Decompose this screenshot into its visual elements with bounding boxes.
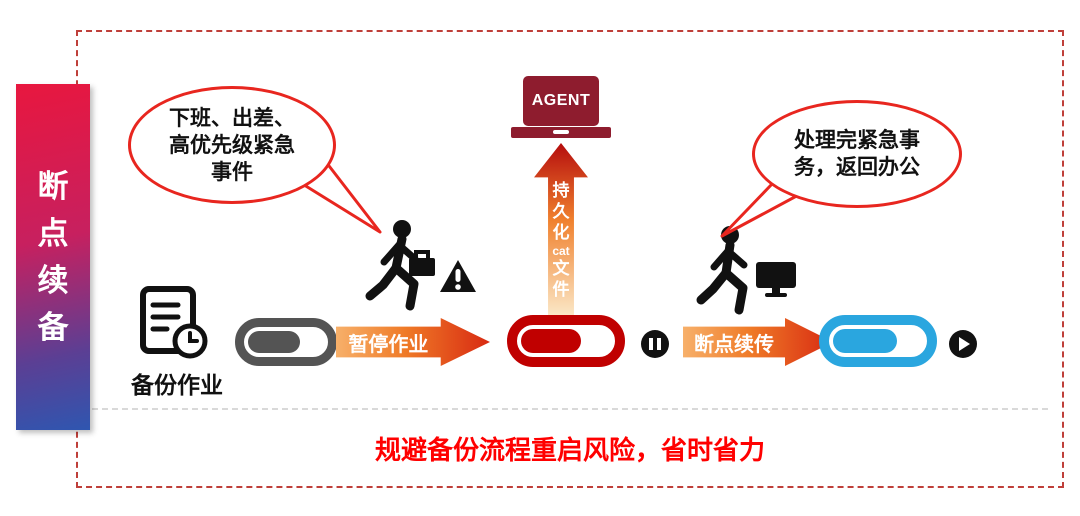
footer-slogan: 规避备份流程重启风险，省时省力 <box>374 435 765 465</box>
job-capsule-resumed <box>819 315 937 367</box>
clock-icon <box>172 323 208 359</box>
title-char: 点 <box>37 216 69 251</box>
bubble-line: 事件 <box>211 160 253 184</box>
laptop-base-icon <box>511 127 611 138</box>
title-char: 续 <box>37 263 69 298</box>
title-char: 断 <box>37 169 69 204</box>
speech-bubble-right: 处理完紧急事 务，返回办公 <box>752 100 962 208</box>
persist-char: 久 <box>552 202 570 221</box>
bubble-line: 务，返回办公 <box>794 156 920 179</box>
capsule-knob <box>521 329 581 353</box>
walking-person-icon <box>696 226 748 315</box>
persist-char: 持 <box>552 181 570 200</box>
title-char: 备 <box>37 310 69 345</box>
briefcase-icon <box>409 250 435 276</box>
pause-arrow-label: 暂停作业 <box>348 333 429 356</box>
separator-line <box>92 408 1048 410</box>
bubble-line: 处理完紧急事 <box>794 129 920 152</box>
persist-char: 化 <box>552 223 570 242</box>
agent-label: AGENT <box>531 92 591 109</box>
persist-char: 文 <box>552 259 570 278</box>
bubble-line: 下班、出差、 <box>169 106 295 130</box>
job-capsule-paused <box>507 315 625 367</box>
agent-laptop-icon: AGENT <box>523 76 599 126</box>
document-icon <box>140 286 208 359</box>
bubble-line: 高优先级紧急 <box>169 133 295 157</box>
resume-arrow-label: 断点续传 <box>694 333 774 356</box>
speech-bubble-left: 下班、出差、 高优先级紧急 事件 <box>128 86 336 204</box>
play-icon <box>949 330 977 358</box>
pause-icon <box>641 330 669 358</box>
walking-person-briefcase-icon <box>365 220 435 311</box>
warning-icon <box>440 260 476 292</box>
capsule-knob <box>248 331 300 353</box>
job-capsule-running <box>235 318 337 366</box>
persist-char: cat <box>552 244 570 258</box>
capsule-knob <box>833 329 897 353</box>
persist-char: 件 <box>552 280 570 299</box>
title-banner: 断 点 续 备 <box>16 84 90 430</box>
monitor-icon <box>756 262 796 297</box>
backup-job-label: 备份作业 <box>131 372 223 398</box>
